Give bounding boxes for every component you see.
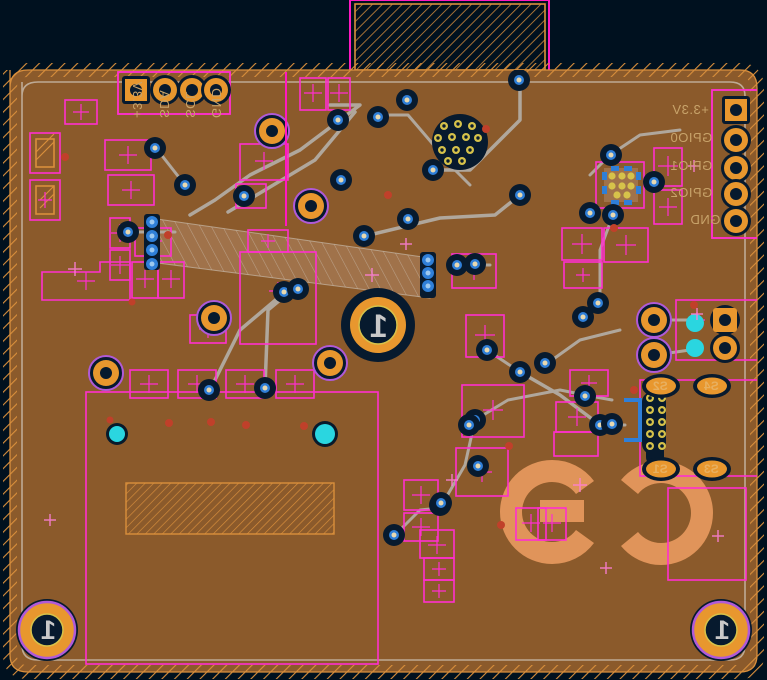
footprint (85, 391, 379, 665)
zone-boundaries (285, 72, 287, 226)
vias (117, 70, 665, 546)
footprint (667, 487, 747, 581)
footprint (653, 189, 683, 225)
footprint (64, 99, 98, 125)
footprint (423, 579, 455, 603)
mounting-hole-bottom-left (16, 599, 78, 661)
footprint (461, 384, 525, 438)
footprint (29, 179, 61, 221)
footprint (553, 431, 599, 457)
edge-connector-left (144, 214, 160, 270)
large-footprint-holes (106, 314, 704, 447)
origin-markers (44, 160, 724, 574)
footprint (41, 261, 131, 301)
footprint (247, 229, 289, 253)
footprint (403, 512, 439, 542)
footprint (561, 227, 603, 261)
footprint (107, 174, 155, 206)
mounting-hole-center (341, 288, 415, 362)
footprint (653, 147, 683, 187)
silkscreen-logo (500, 459, 713, 565)
thermal-pad-region (125, 482, 335, 535)
ic-thermal-pad (602, 166, 641, 205)
footprint (515, 507, 547, 541)
i2c-header-pads (117, 71, 231, 115)
footprint (299, 77, 327, 111)
gpio-header-pads (711, 89, 757, 239)
switch-pads (642, 374, 731, 481)
footprint (563, 261, 603, 289)
board-tab-top (349, 0, 550, 73)
footprint (157, 261, 185, 299)
through-hole-pads (88, 113, 740, 391)
mounting-hole-bottom-right (690, 599, 752, 661)
footprint (537, 507, 567, 541)
connector-via-array (624, 392, 666, 466)
footprint (29, 132, 61, 174)
thermal-via-field (432, 114, 488, 170)
micro-vias (61, 125, 698, 529)
footprint (129, 369, 169, 399)
edge-connector-right (420, 252, 436, 298)
footprint (603, 227, 649, 263)
footprint (275, 369, 315, 399)
